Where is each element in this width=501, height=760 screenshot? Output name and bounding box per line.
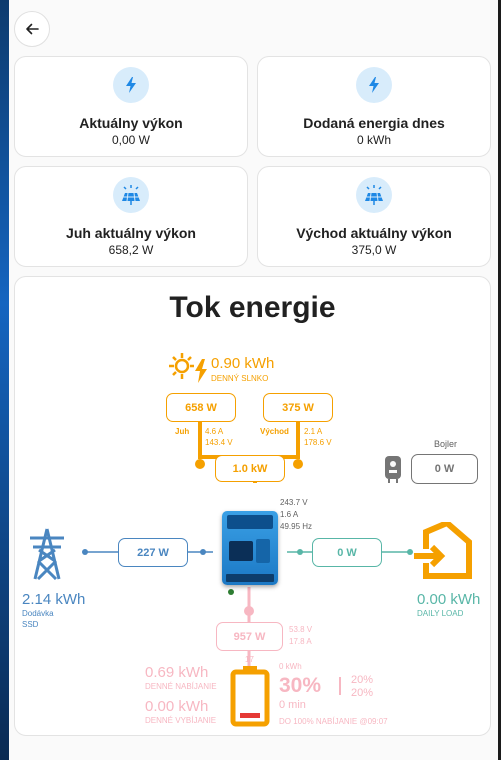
battery-volts: 53.8 V [289, 625, 313, 634]
tile-title: Dodaná energia dnes [303, 115, 445, 131]
battery-energy: 0 kWh [279, 662, 302, 671]
solar-panel-icon [113, 177, 149, 213]
grid-label-2: SSD [22, 620, 39, 629]
battery-eta: DO 100% NABÍJANIE @09:07 [279, 717, 388, 726]
battery-charge-label: DENNÉ NABÍJANIE [145, 682, 217, 691]
lightning-icon [356, 67, 392, 103]
inverter-amps: 1.6 A [280, 510, 299, 519]
pv1-name: Juh [175, 427, 190, 436]
pv2-amps: 2.1 A [304, 427, 323, 436]
power-tower-icon[interactable] [27, 528, 67, 585]
load-power-box[interactable]: 0 W [312, 538, 382, 567]
battery-discharge-label: DENNÉ VYBÍJANIE [145, 716, 217, 725]
battery-icon[interactable] [230, 665, 270, 732]
battery-time: 0 min [279, 699, 306, 711]
grid-daily-value: 2.14 kWh [22, 591, 86, 608]
inverter-freq: 49.95 Hz [280, 522, 313, 531]
arrow-left-icon [26, 23, 39, 35]
pv1-volts: 143.4 V [205, 438, 233, 447]
battery-amps: 17.8 A [289, 637, 312, 646]
window-edge [498, 0, 501, 760]
desktop-edge [0, 0, 9, 760]
battery-temp: 17 [245, 655, 254, 664]
tile-value: 375,0 W [351, 243, 397, 257]
battery-charge-value: 0.69 kWh [145, 664, 209, 681]
energy-flow-card: Tok energie 0.90 kWh DENNÝ SLNKO 658 W 3… [14, 276, 491, 736]
tile-value: 0 kWh [356, 133, 391, 147]
load-daily-label: DAILY LOAD [417, 609, 464, 618]
tile-title: Východ aktuálny výkon [296, 225, 452, 241]
tile-delivered-energy[interactable]: Dodaná energia dnes 0 kWh [257, 56, 491, 157]
soc-target-1: 20% [351, 674, 374, 686]
boiler-power-box[interactable]: 0 W [411, 454, 478, 484]
boiler-label: Bojler [434, 439, 458, 449]
tile-current-power[interactable]: Aktuálny výkon 0,00 W [14, 56, 248, 157]
battery-discharge-value: 0.00 kWh [145, 698, 209, 715]
pv2-power-box[interactable]: 375 W [263, 393, 333, 422]
lightning-icon [113, 67, 149, 103]
battery-soc: 30% [279, 674, 322, 697]
solar-daily-label: DENNÝ SLNKO [211, 374, 269, 383]
grid-power-box[interactable]: 227 W [118, 538, 188, 567]
inverter-volts: 243.7 V [280, 498, 308, 507]
home-import-icon[interactable] [412, 519, 472, 585]
battery-power-box[interactable]: 957 W [216, 622, 283, 651]
solar-panel-icon [356, 177, 392, 213]
solar-daily-value: 0.90 kWh [211, 355, 275, 372]
tile-value: 658,2 W [108, 243, 154, 257]
sun-icon [168, 351, 212, 390]
back-button[interactable] [14, 11, 50, 47]
pv2-name: Východ [260, 427, 289, 436]
pv1-amps: 4.6 A [205, 427, 224, 436]
soc-divider [339, 677, 341, 695]
pv-total-box[interactable]: 1.0 kW [215, 455, 285, 482]
load-daily-value: 0.00 kWh [417, 591, 481, 608]
tile-title: Juh aktuálny výkon [66, 225, 196, 241]
grid-label-1: Dodávka [22, 609, 54, 618]
tile-east-power[interactable]: Východ aktuálny výkon 375,0 W [257, 166, 491, 267]
soc-target-2: 20% [351, 687, 374, 699]
pv2-volts: 178.6 V [304, 438, 332, 447]
inverter-icon[interactable] [222, 511, 278, 585]
tile-value: 0,00 W [111, 133, 150, 147]
water-heater-icon [384, 455, 402, 488]
tile-south-power[interactable]: Juh aktuálny výkon 658,2 W [14, 166, 248, 267]
flow-title: Tok energie [169, 291, 336, 324]
tile-title: Aktuálny výkon [79, 115, 183, 131]
pv1-power-box[interactable]: 658 W [166, 393, 236, 422]
